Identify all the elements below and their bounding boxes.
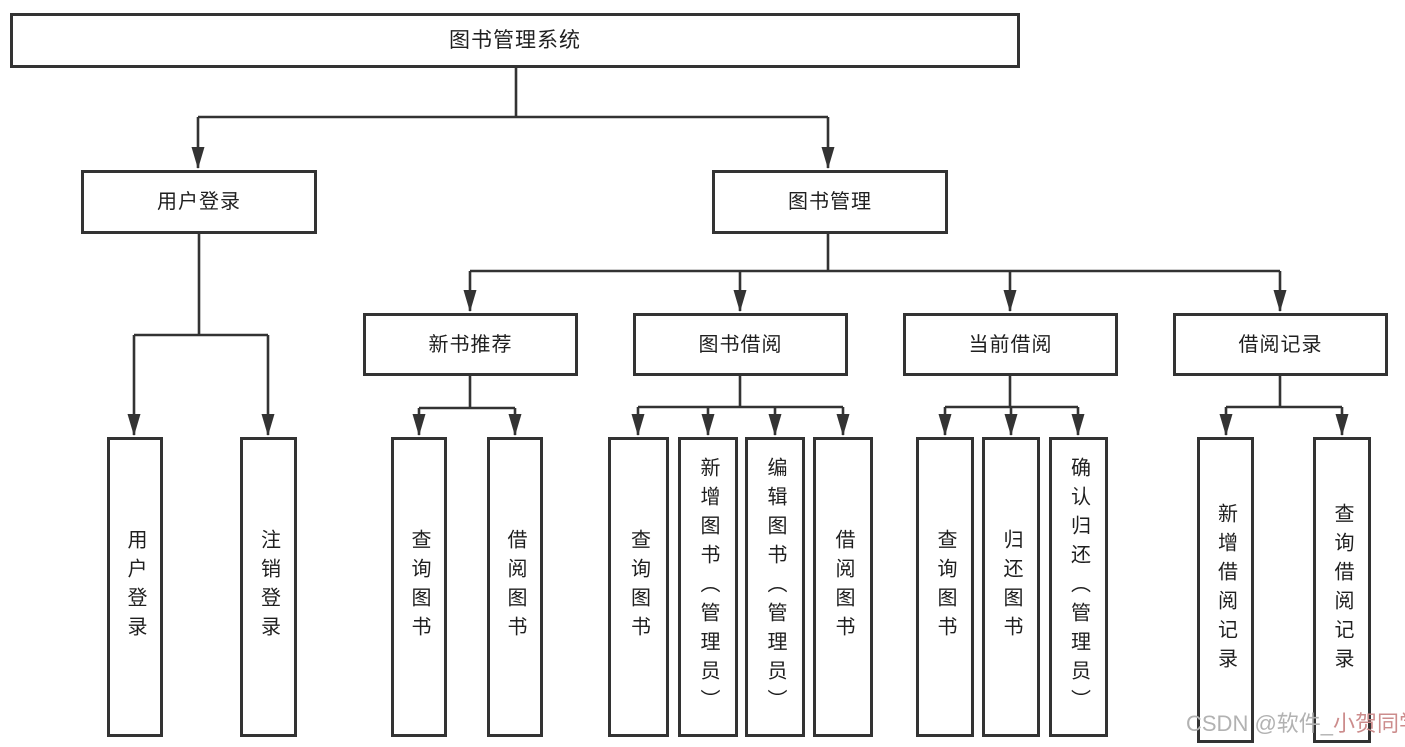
- leaf-borrow-book-label: 借阅图书: [832, 529, 854, 645]
- leaf-query-borrow-record: 查询借阅记录: [1313, 437, 1371, 743]
- node-user-login: 用户登录: [81, 170, 317, 234]
- leaf-return-book-label: 归还图书: [1000, 529, 1022, 645]
- leaf-recommend-query-book-label: 查询图书: [408, 529, 430, 645]
- leaf-confirm-return-admin: 确认归还（管理员）: [1049, 437, 1108, 737]
- leaf-borrow-query-book-label: 查询图书: [627, 529, 650, 645]
- node-book-borrow: 图书借阅: [633, 313, 848, 376]
- leaf-query-borrow-record-label: 查询借阅记录: [1331, 503, 1353, 677]
- leaf-return-book: 归还图书: [982, 437, 1040, 737]
- node-current-borrow-label: 当前借阅: [968, 333, 1053, 356]
- leaf-add-book-admin-label: 新增图书（管理员）: [697, 456, 719, 718]
- leaf-add-book-admin: 新增图书（管理员）: [678, 437, 738, 737]
- leaf-logout: 注销登录: [240, 437, 297, 737]
- leaf-current-query-book: 查询图书: [916, 437, 974, 737]
- node-borrow-records-label: 借阅记录: [1238, 333, 1323, 356]
- node-book-borrow-label: 图书借阅: [698, 333, 783, 356]
- node-root-system-label: 图书管理系统: [449, 29, 581, 52]
- leaf-confirm-return-admin-label: 确认归还（管理员）: [1067, 456, 1090, 718]
- leaf-current-query-book-label: 查询图书: [934, 529, 956, 645]
- leaf-logout-label: 注销登录: [257, 529, 280, 645]
- leaf-add-borrow-record: 新增借阅记录: [1197, 437, 1254, 743]
- leaf-recommend-borrow-book-label: 借阅图书: [504, 529, 526, 645]
- leaf-user-login: 用户登录: [107, 437, 163, 737]
- leaf-recommend-borrow-book: 借阅图书: [487, 437, 543, 737]
- leaf-recommend-query-book: 查询图书: [391, 437, 447, 737]
- node-book-management-label: 图书管理: [788, 191, 872, 213]
- node-book-management: 图书管理: [712, 170, 948, 234]
- connector-arrows: [127, 117, 1349, 436]
- connector-trunks: [134, 68, 1342, 410]
- leaf-user-login-label: 用户登录: [124, 529, 146, 645]
- leaf-edit-book-admin-label: 编辑图书（管理员）: [764, 456, 786, 718]
- node-new-book-recommend: 新书推荐: [363, 313, 578, 376]
- node-new-book-recommend-label: 新书推荐: [428, 333, 513, 356]
- node-root-system: 图书管理系统: [10, 13, 1020, 68]
- leaf-borrow-book: 借阅图书: [813, 437, 873, 737]
- node-current-borrow: 当前借阅: [903, 313, 1118, 376]
- leaf-borrow-query-book: 查询图书: [608, 437, 669, 737]
- leaf-add-borrow-record-label: 新增借阅记录: [1214, 503, 1237, 677]
- node-borrow-records: 借阅记录: [1173, 313, 1388, 376]
- leaf-edit-book-admin: 编辑图书（管理员）: [745, 437, 805, 737]
- node-user-login-label: 用户登录: [157, 191, 241, 213]
